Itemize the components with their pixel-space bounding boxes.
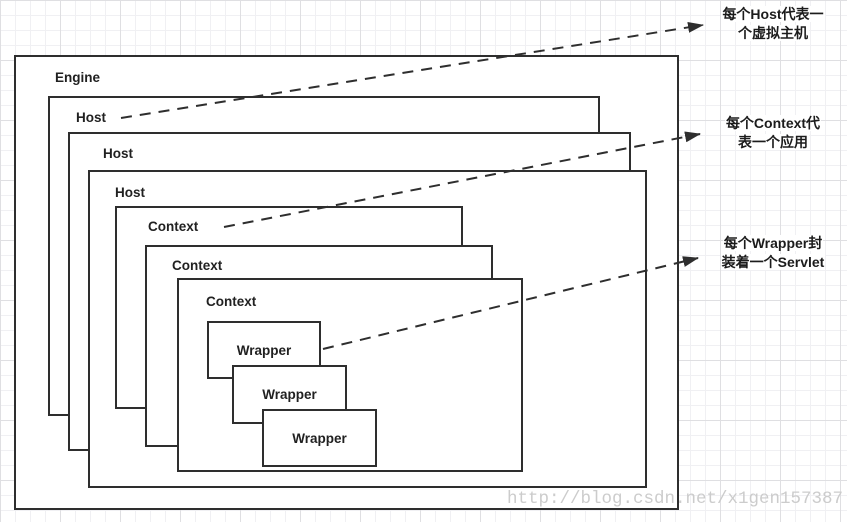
host-annotation-line1: 每个Host代表一: [721, 6, 825, 22]
host-annotation-line2: 个虚拟主机: [737, 24, 809, 41]
context-label-3: Context: [206, 294, 257, 309]
host-label-1: Host: [76, 110, 106, 125]
context-annotation-line1: 每个Context代: [724, 115, 822, 131]
wrapper-box-3: Wrapper: [262, 409, 377, 467]
context-annotation: 每个Context代 表一个应用: [700, 114, 846, 151]
wrapper-label-2: Wrapper: [262, 387, 317, 402]
engine-label: Engine: [55, 70, 101, 85]
wrapper-annotation: 每个Wrapper封 装着一个Servlet: [698, 234, 847, 271]
wrapper-label-3: Wrapper: [292, 430, 347, 446]
context-annotation-line2: 表一个应用: [737, 133, 809, 150]
context-label-1: Context: [148, 219, 199, 234]
wrapper-label-1: Wrapper: [236, 342, 292, 358]
wrapper-annotation-line1: 每个Wrapper封: [722, 235, 824, 251]
wrapper-annotation-line2: 装着一个Servlet: [720, 253, 826, 270]
host-label-2: Host: [103, 146, 133, 161]
context-label-2: Context: [172, 258, 223, 273]
host-annotation: 每个Host代表一 个虚拟主机: [700, 5, 846, 42]
host-label-3: Host: [115, 185, 145, 200]
